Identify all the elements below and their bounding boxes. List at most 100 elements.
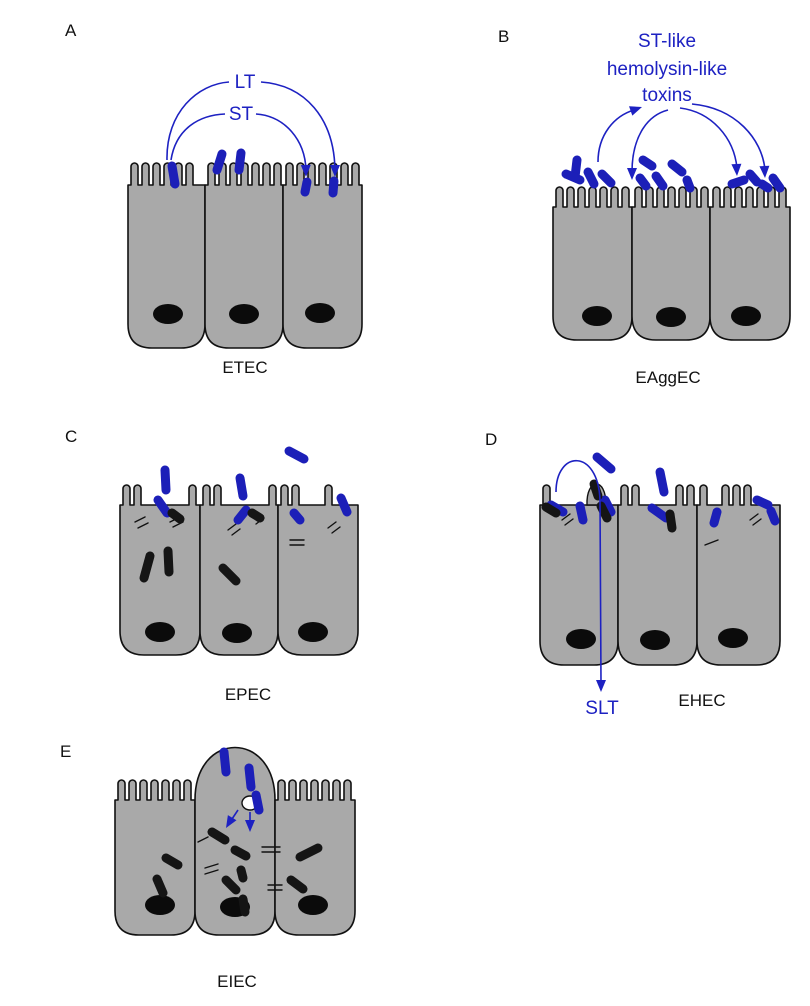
bacterium-blue [745,169,762,187]
toxin-arrow [260,81,336,171]
bacterium-blue [233,505,251,525]
toxin-label-slt: SLT [585,698,619,719]
toxin-label-st: ST [229,104,254,125]
bacterium-blue [635,173,651,191]
panel-e-artwork [114,746,356,936]
bacterium-blue [212,149,227,175]
bacterium-blue [234,148,246,175]
nucleus [145,895,175,915]
bacterium-blue [667,159,687,177]
nucleus [153,304,183,324]
nucleus [718,628,748,648]
nucleus [145,622,175,642]
toxin-arrow [255,113,307,171]
bacterium-dark [163,546,174,577]
bacterium-blue [583,167,599,189]
bacterium-blue [300,177,312,197]
bacterium-dark [295,843,323,862]
nucleus [731,306,761,326]
bacterium-blue [766,506,780,526]
panel-d: D SLT EHEC [485,430,781,719]
pedestal-mark [231,528,241,536]
bacterium-blue [597,169,616,188]
bacterium-blue [561,169,585,185]
bacterium-blue [682,175,695,193]
epithelial-cell [274,779,356,936]
arrowhead-icon [596,680,606,692]
bacterium-dark [286,875,308,894]
bacterium-dark [541,502,561,518]
arrowhead-icon [226,815,237,828]
toxin-arrow [691,103,766,171]
arrowhead-icon [300,164,311,177]
arrowhead-icon [627,168,637,180]
bacterium-blue [235,473,248,501]
pedestal-mark [137,522,149,529]
panel-letter-a: A [65,21,77,40]
nucleus [298,622,328,642]
nucleus [640,630,670,650]
bacterium-dark [230,845,251,861]
pedestal-mark [749,513,759,521]
epithelial-cell [539,484,619,666]
pathotype-label-eaggec: EAggEC [635,368,700,387]
toxin-arrow [679,107,738,169]
toxin-label-hemolysin-like: hemolysin-like [607,59,727,80]
bacterium-dark [207,827,230,845]
epithelial-cell [277,484,359,656]
bacterium-dark [139,551,155,583]
bacterium-dark [247,508,265,523]
arrowhead-icon [245,820,255,832]
bacterium-dark [596,501,612,523]
pedestal-mark [197,836,209,843]
pedestal-mark [564,518,574,526]
toxin-label-lt: LT [235,72,256,93]
bacterium-blue [651,171,668,191]
pedestal-mark [134,516,146,523]
panel-letter-c: C [65,427,77,446]
epithelial-cell [199,484,279,656]
panel-a: A LT ST ETEC [65,21,363,377]
toxin-arrow [555,459,602,685]
nucleus [229,304,259,324]
panel-e: E EIEC [60,742,356,991]
panel-a-artwork [127,81,363,349]
pathotype-label-ehec: EHEC [678,691,725,710]
pedestal-mark [704,539,719,546]
bacterium-dark [238,894,250,917]
bacterium-blue [244,763,256,792]
toxin-label-toxins: toxins [642,85,692,106]
bacterium-dark [167,508,185,524]
bacterium-dark [152,874,168,898]
pathotype-label-epec: EPEC [225,685,271,704]
bacterium-blue [752,495,773,510]
pathotype-label-eiec: EIEC [217,972,257,991]
bacterium-blue [153,495,172,518]
nucleus [566,629,596,649]
bacterium-blue [592,452,616,474]
bacterium-blue [251,790,264,815]
bacterium-blue [655,467,669,497]
epithelial-cell [696,484,781,666]
bacterium-blue [328,176,339,198]
bacterium-blue [289,508,305,525]
bacterium-blue [768,173,785,193]
arrowhead-icon [759,165,770,178]
toxin-arrow [170,113,226,161]
arrowhead-icon [731,163,742,176]
bacterium-dark [218,563,241,586]
pedestal-mark [327,521,337,529]
pedestal-mark [204,863,219,869]
panel-letter-b: B [498,27,509,46]
pedestal-mark [204,869,219,875]
panel-b: B ST-like hemolysin-like toxins EAggEC [498,27,791,387]
nucleus [582,306,612,326]
panel-b-artwork [552,103,791,341]
bacterium-blue [727,175,749,189]
panel-letter-d: D [485,430,497,449]
arrowhead-icon [629,106,642,116]
bacterium-dark [236,865,248,883]
epithelial-cell [282,162,363,349]
nucleus [656,307,686,327]
